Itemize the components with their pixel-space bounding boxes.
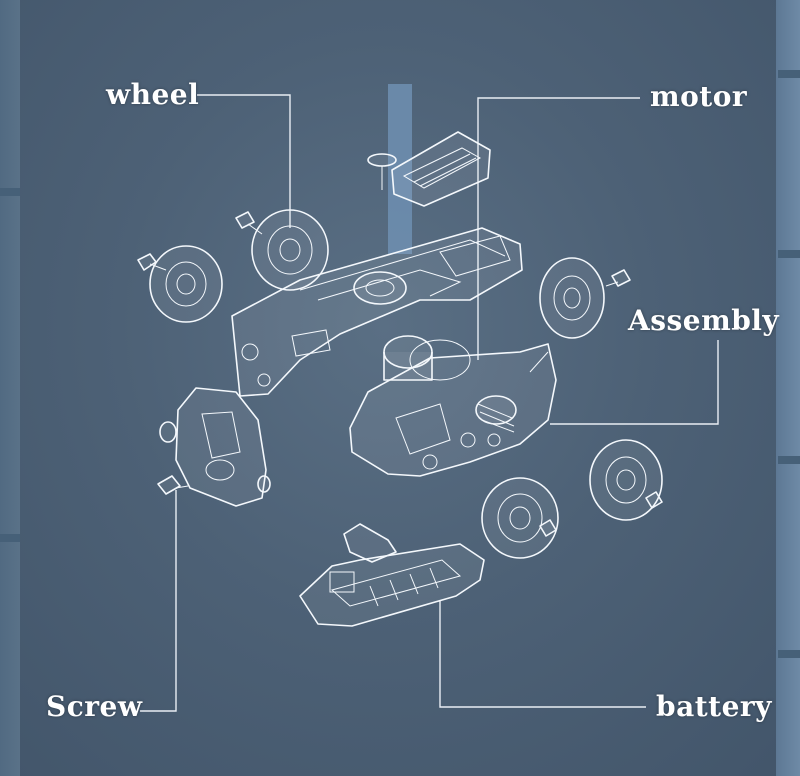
assembly-leader-line bbox=[550, 340, 719, 425]
accent-bar bbox=[388, 84, 412, 254]
border-tick bbox=[778, 70, 800, 78]
rear-frame-part bbox=[349, 343, 557, 477]
wheel-part-top-left bbox=[149, 245, 223, 323]
left-border-strip bbox=[0, 0, 20, 776]
motor-label: motor bbox=[650, 80, 748, 113]
border-tick bbox=[778, 650, 800, 658]
battery-leader-line bbox=[439, 600, 646, 708]
motor-part bbox=[383, 335, 471, 381]
wheel-part-bottom-center bbox=[481, 477, 559, 559]
screw-label: Screw bbox=[46, 690, 143, 723]
wheel-part-bottom-right bbox=[589, 439, 663, 521]
battery-label: battery bbox=[656, 690, 772, 723]
chassis-part bbox=[231, 227, 523, 397]
border-tick bbox=[778, 250, 800, 258]
seat-part bbox=[367, 131, 491, 207]
wheel-part-right bbox=[539, 257, 605, 339]
border-tick bbox=[778, 456, 800, 464]
front-panel-part bbox=[159, 387, 271, 507]
wheel-part-top-center bbox=[251, 209, 329, 291]
wheel-label: wheel bbox=[106, 78, 200, 111]
motor-leader-line bbox=[477, 97, 640, 360]
screw-part bbox=[137, 211, 663, 537]
battery-part bbox=[299, 523, 485, 627]
border-tick bbox=[0, 534, 20, 542]
border-tick bbox=[0, 188, 20, 196]
wheel-leader-line bbox=[197, 94, 291, 228]
right-border-strip bbox=[776, 0, 800, 776]
assembly-label: Assembly bbox=[628, 304, 780, 337]
screw-leader-line bbox=[140, 490, 177, 712]
